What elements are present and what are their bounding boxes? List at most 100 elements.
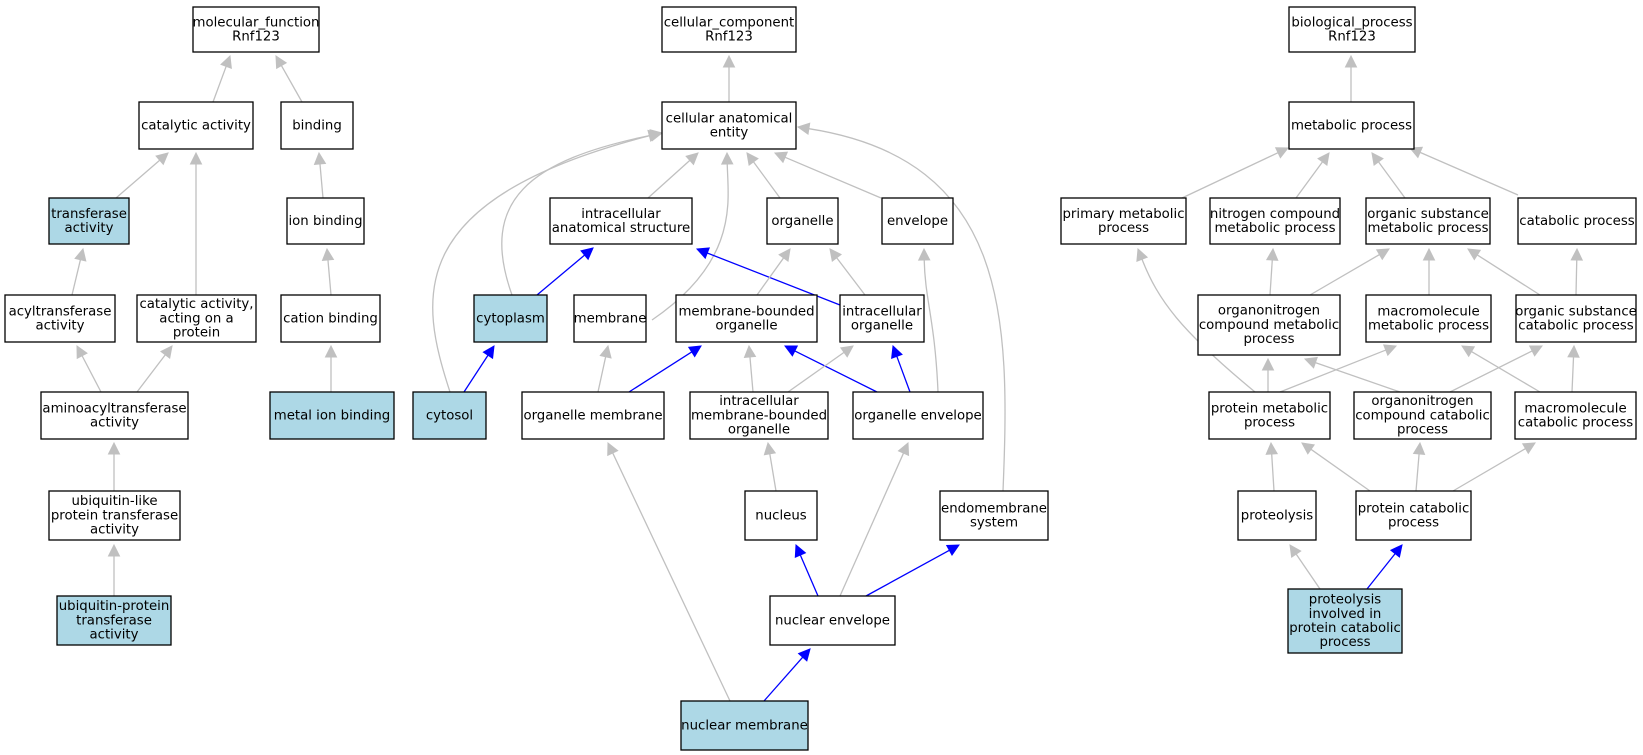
edge-line	[1309, 253, 1380, 296]
node-box	[1514, 391, 1637, 440]
edge-arrowhead	[695, 247, 711, 260]
edge-protcat-to-orgnitcat	[1412, 441, 1426, 492]
edge-arrowhead	[773, 151, 789, 164]
node-label-line: activity	[90, 523, 139, 538]
node-box	[521, 391, 665, 440]
node-box	[881, 197, 954, 245]
edge-line	[836, 257, 866, 296]
edge-proteolysis-to-protmet	[1265, 441, 1279, 492]
node-box	[1515, 294, 1637, 343]
node-nucmem: nuclear membrane	[680, 700, 809, 751]
edge-orgsub-to-metab	[1371, 152, 1406, 199]
edge-protcat-to-macrocat	[1452, 442, 1536, 492]
edge-line	[1310, 448, 1371, 492]
edge-protmet-to-orgnitmet	[1261, 357, 1275, 392]
node-label-line: process	[1319, 635, 1370, 650]
edge-arrowhead	[1371, 152, 1384, 167]
edge-orgnitmet-to-nitrogen	[1265, 247, 1279, 296]
node-box	[766, 197, 839, 245]
node-label-line: entity	[710, 126, 749, 141]
edge-line	[1269, 259, 1273, 296]
node-catabolic: catabolic process	[1517, 197, 1637, 245]
node-label-line: organic substance	[1515, 304, 1637, 319]
edge-arrowhead	[321, 247, 335, 262]
node-box	[48, 197, 130, 245]
node-box	[675, 294, 818, 343]
edge-line	[1449, 350, 1533, 393]
node-label-line: organelle	[728, 423, 790, 438]
node-label-line: cellular_component	[664, 15, 795, 30]
node-label-line: Rnf123	[232, 30, 280, 45]
edge-nitrogen-to-metab	[1295, 152, 1330, 199]
node-envelope: envelope	[881, 197, 954, 245]
node-box	[1288, 6, 1416, 53]
edge-orgsubcat-to-orgsub	[1467, 248, 1541, 296]
edge-arrowhead	[1261, 357, 1275, 371]
edge-arrowhead	[482, 345, 495, 360]
node-box	[280, 101, 354, 150]
node-box	[1237, 490, 1317, 541]
edge-arrowhead	[794, 543, 807, 559]
edge-line	[1452, 447, 1526, 492]
edge-arrowhead	[580, 247, 594, 261]
node-box	[939, 490, 1049, 541]
edge-arrowhead	[891, 344, 903, 359]
node-label-line: nitrogen compound	[1210, 207, 1340, 222]
node-label-line: catabolic process	[1519, 214, 1634, 229]
node-box	[48, 490, 181, 541]
edge-transferase-to-catalytic	[115, 152, 169, 199]
edge-macromet-to-orgsub	[1422, 247, 1436, 295]
node-label-line: catalytic activity	[141, 118, 251, 133]
node-box	[1209, 197, 1341, 245]
node-box	[1353, 391, 1492, 440]
node-box	[1355, 490, 1472, 541]
edge-arrowhead	[1274, 147, 1290, 159]
edge-arrowhead	[945, 544, 960, 557]
edge-line	[1181, 152, 1279, 199]
node-box	[744, 490, 818, 541]
edge-line	[280, 65, 303, 103]
node-label-line: organelle membrane	[523, 408, 662, 423]
edge-line	[463, 354, 489, 393]
edge-line	[799, 554, 819, 597]
node-box	[689, 391, 829, 440]
node-box	[4, 294, 116, 343]
node-nucleus: nucleus	[744, 490, 818, 541]
edge-nucenv-to-nucleus	[794, 543, 819, 597]
node-label-line: cytosol	[426, 408, 473, 423]
edge-intorg-to-organelle	[829, 248, 866, 296]
edge-catalytic-to-mf	[212, 54, 232, 103]
node-label-line: catabolic process	[1518, 416, 1633, 431]
edge-macrocat-to-macromet	[1461, 345, 1541, 393]
node-ionbinding: ion binding	[286, 197, 365, 245]
node-label-line: proteolysis	[1241, 508, 1313, 523]
edge-line	[756, 257, 785, 296]
edge-arrowhead	[839, 345, 854, 358]
edge-line	[597, 356, 607, 393]
node-box	[56, 595, 172, 646]
edge-arrowhead	[1265, 441, 1279, 455]
node-box	[1288, 101, 1415, 150]
edge-line	[1279, 349, 1387, 393]
edge-nucleus-to-imbo	[763, 441, 777, 492]
edge-line	[115, 159, 161, 199]
edge-protcat-to-protmet	[1301, 442, 1371, 492]
edge-line	[1415, 453, 1420, 492]
node-cytoplasm: cytoplasm	[473, 294, 548, 343]
edge-proteolysisinv-to-protcat	[1366, 544, 1403, 590]
edge-organelle-to-cae	[746, 152, 781, 199]
edge-arrowhead	[746, 152, 759, 167]
edge-arrowhead	[74, 247, 87, 262]
edge-endomem-to-cae	[796, 122, 1006, 492]
edge-metalion-to-cationbinding	[324, 344, 338, 392]
edge-protmet-to-macromet	[1279, 344, 1398, 393]
edge-arrowhead	[720, 151, 734, 165]
node-box	[40, 391, 189, 440]
